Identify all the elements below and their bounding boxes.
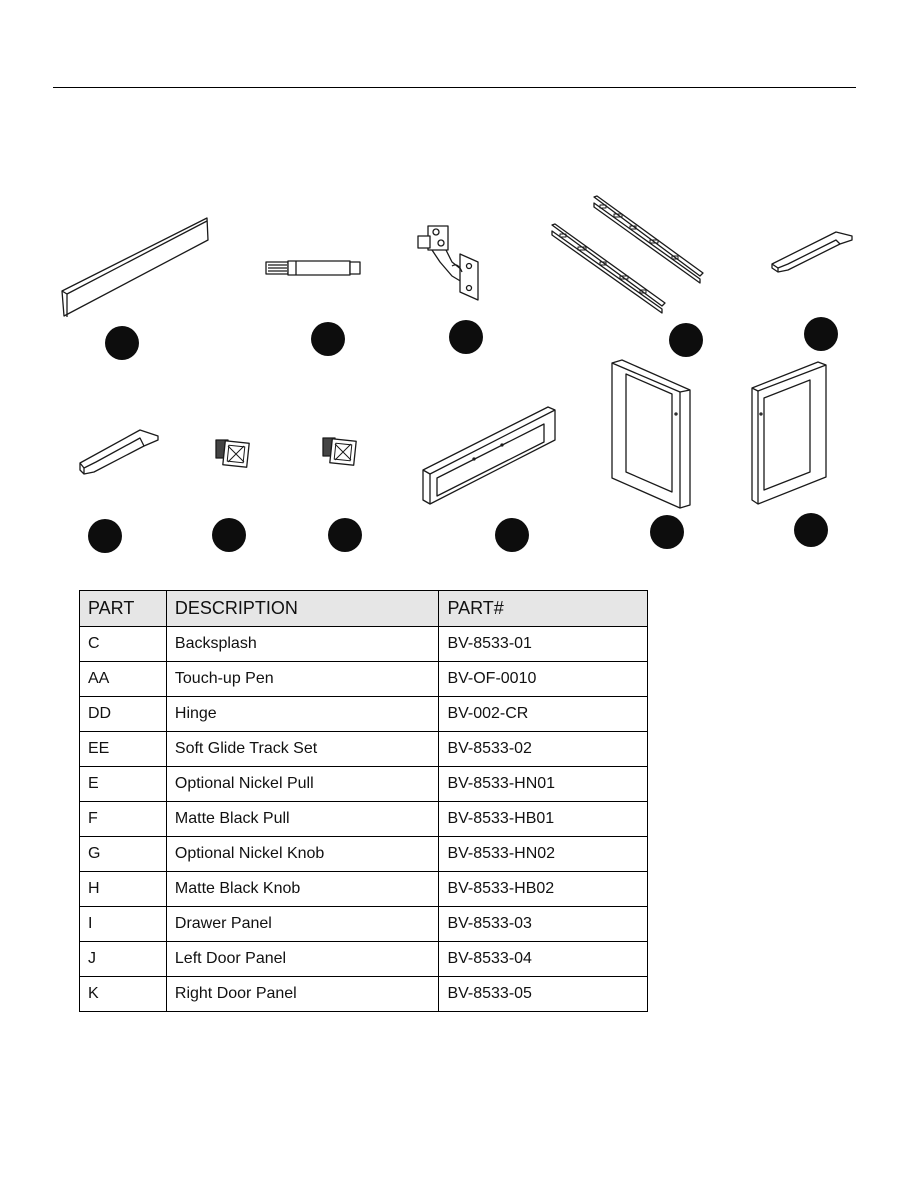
table-row: E Optional Nickel Pull BV-8533-HN01 [79, 766, 648, 802]
cell-part: H [79, 871, 167, 907]
cell-part-number: BV-002-CR [438, 696, 648, 732]
cell-part-number: BV-OF-0010 [438, 661, 648, 697]
cell-part: J [79, 941, 167, 977]
drawer-panel-drawing [422, 406, 556, 505]
callout-f [88, 519, 122, 553]
cell-description: Backsplash [165, 626, 440, 662]
cell-description: Hinge [165, 696, 440, 732]
table-row: F Matte Black Pull BV-8533-HB01 [79, 801, 648, 837]
callout-k [794, 513, 828, 547]
table-row: J Left Door Panel BV-8533-04 [79, 941, 648, 977]
cell-part: I [79, 906, 167, 942]
cell-description: Soft Glide Track Set [165, 731, 440, 767]
black-pull-drawing [79, 429, 159, 475]
right-door-panel-drawing [751, 361, 827, 505]
cell-part-number: BV-8533-03 [438, 906, 648, 942]
table-row: K Right Door Panel BV-8533-05 [79, 976, 648, 1012]
cell-description: Optional Nickel Knob [165, 836, 440, 872]
callout-i [495, 518, 529, 552]
callout-c [105, 326, 139, 360]
callout-dd [449, 320, 483, 354]
cell-description: Left Door Panel [165, 941, 440, 977]
callout-h [328, 518, 362, 552]
table-row: I Drawer Panel BV-8533-03 [79, 906, 648, 942]
left-door-panel-drawing [611, 359, 691, 509]
cell-part: G [79, 836, 167, 872]
hinge-drawing [417, 225, 479, 301]
callout-j [650, 515, 684, 549]
header-part-number: PART# [438, 590, 648, 627]
part-callouts [88, 317, 838, 553]
cell-description: Matte Black Pull [165, 801, 440, 837]
cell-part-number: BV-8533-04 [438, 941, 648, 977]
callout-e [804, 317, 838, 351]
cell-description: Matte Black Knob [165, 871, 440, 907]
parts-table: PART DESCRIPTION PART# C Backsplash BV-8… [79, 590, 648, 1012]
cell-part: AA [79, 661, 167, 697]
table-row: AA Touch-up Pen BV-OF-0010 [79, 661, 648, 697]
table-row: EE Soft Glide Track Set BV-8533-02 [79, 731, 648, 767]
cell-part: EE [79, 731, 167, 767]
black-knob-drawing [322, 437, 357, 466]
header-description: DESCRIPTION [165, 590, 440, 627]
cell-part-number: BV-8533-HN02 [438, 836, 648, 872]
header-part: PART [79, 590, 167, 627]
table-row: G Optional Nickel Knob BV-8533-HN02 [79, 836, 648, 872]
cell-part-number: BV-8533-01 [438, 626, 648, 662]
table-row: H Matte Black Knob BV-8533-HB02 [79, 871, 648, 907]
header-rule [53, 87, 856, 88]
cell-part-number: BV-8533-02 [438, 731, 648, 767]
track-set-drawing [551, 195, 704, 314]
touch-up-pen-drawing [265, 260, 361, 276]
callout-g [212, 518, 246, 552]
table-header-row: PART DESCRIPTION PART# [79, 590, 648, 627]
cell-part: F [79, 801, 167, 837]
cell-part-number: BV-8533-HB02 [438, 871, 648, 907]
cell-description: Right Door Panel [165, 976, 440, 1012]
nickel-pull-drawing [771, 231, 853, 273]
nickel-knob-drawing [215, 439, 250, 468]
cell-part: E [79, 766, 167, 802]
parts-illustration [61, 195, 853, 553]
table-row: DD Hinge BV-002-CR [79, 696, 648, 732]
cell-description: Touch-up Pen [165, 661, 440, 697]
cell-part-number: BV-8533-05 [438, 976, 648, 1012]
cell-description: Drawer Panel [165, 906, 440, 942]
callout-ee [669, 323, 703, 357]
cell-part-number: BV-8533-HN01 [438, 766, 648, 802]
callout-aa [311, 322, 345, 356]
cell-part-number: BV-8533-HB01 [438, 801, 648, 837]
cell-part: C [79, 626, 167, 662]
cell-part: K [79, 976, 167, 1012]
cell-description: Optional Nickel Pull [165, 766, 440, 802]
table-row: C Backsplash BV-8533-01 [79, 626, 648, 662]
cell-part: DD [79, 696, 167, 732]
backsplash-drawing [61, 217, 209, 317]
